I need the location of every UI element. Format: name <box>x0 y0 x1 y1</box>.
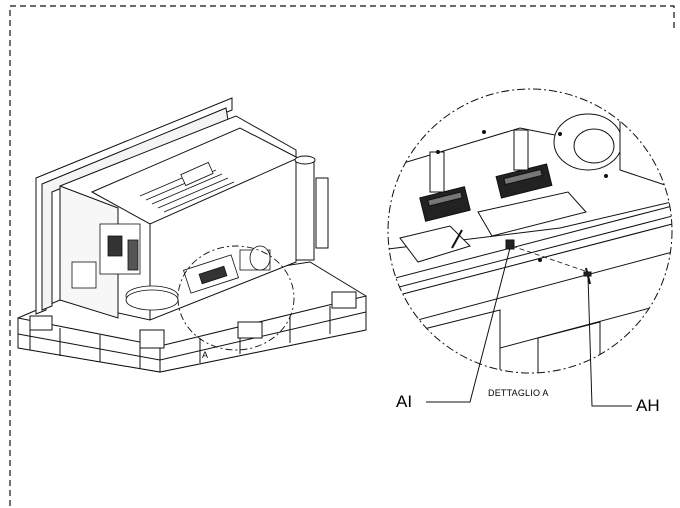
cable-bundle-right <box>495 163 553 199</box>
leader-lines <box>426 247 632 407</box>
detail-a-label: A <box>202 350 209 360</box>
leader-ai <box>426 247 511 403</box>
machine-assembly <box>17 97 367 373</box>
front-panel <box>35 97 233 315</box>
detail-a-circle <box>387 88 673 374</box>
callout-ai: AI <box>396 392 413 411</box>
pallet <box>17 261 367 373</box>
detail-title: DETTAGLIO A <box>488 388 549 398</box>
callout-ah: AH <box>636 396 660 415</box>
screw-left <box>451 229 463 249</box>
top-vents <box>139 161 235 213</box>
detail-a-view <box>388 113 672 373</box>
internal-components <box>71 223 271 311</box>
bolt-ai <box>505 239 515 250</box>
machine-body <box>59 115 329 321</box>
leader-ah <box>587 275 632 407</box>
dashed-frame <box>9 5 675 506</box>
detail-a-marker-circle <box>177 245 295 351</box>
flue-pipe <box>294 155 329 261</box>
